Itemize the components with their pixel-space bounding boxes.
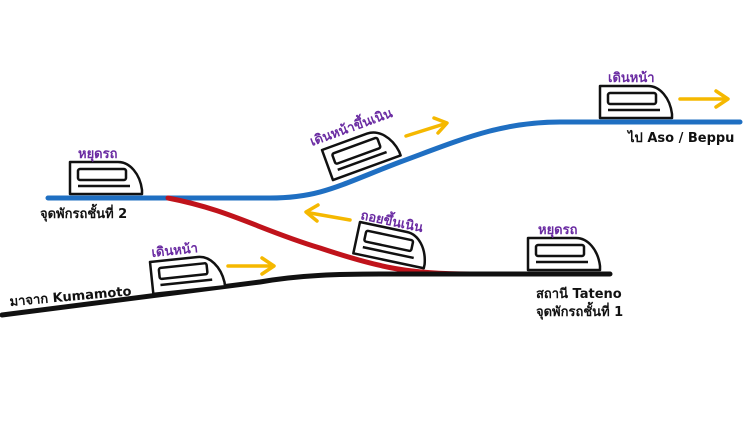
label-switchback-1: จุดพักรถชั้นที่ 1 [536,301,623,320]
label-switchback-2: จุดพักรถชั้นที่ 2 [40,203,127,222]
train-stop-2 [68,160,144,196]
label-action-lower-left: เดินหน้า [151,240,199,261]
label-to-aso-beppu: ไป Aso / Beppu [626,129,734,146]
arrow-right-climb [404,116,449,138]
label-tateno-station: สถานี Tateno [536,286,622,302]
train-lower-left [148,253,227,296]
train-top-right [598,84,674,120]
arrow-right-top [678,89,730,109]
label-action-stop-2: หยุดรถ [78,147,118,162]
label-action-top-right: เดินหน้า [608,70,655,86]
lower-black-track [0,271,613,318]
arrow-left-reverse [304,203,352,223]
arrow-right-lower [226,256,276,276]
label-action-stop-1: หยุดรถ [538,223,578,238]
upper-blue-track [45,119,743,201]
train-stop-1 [526,236,602,272]
